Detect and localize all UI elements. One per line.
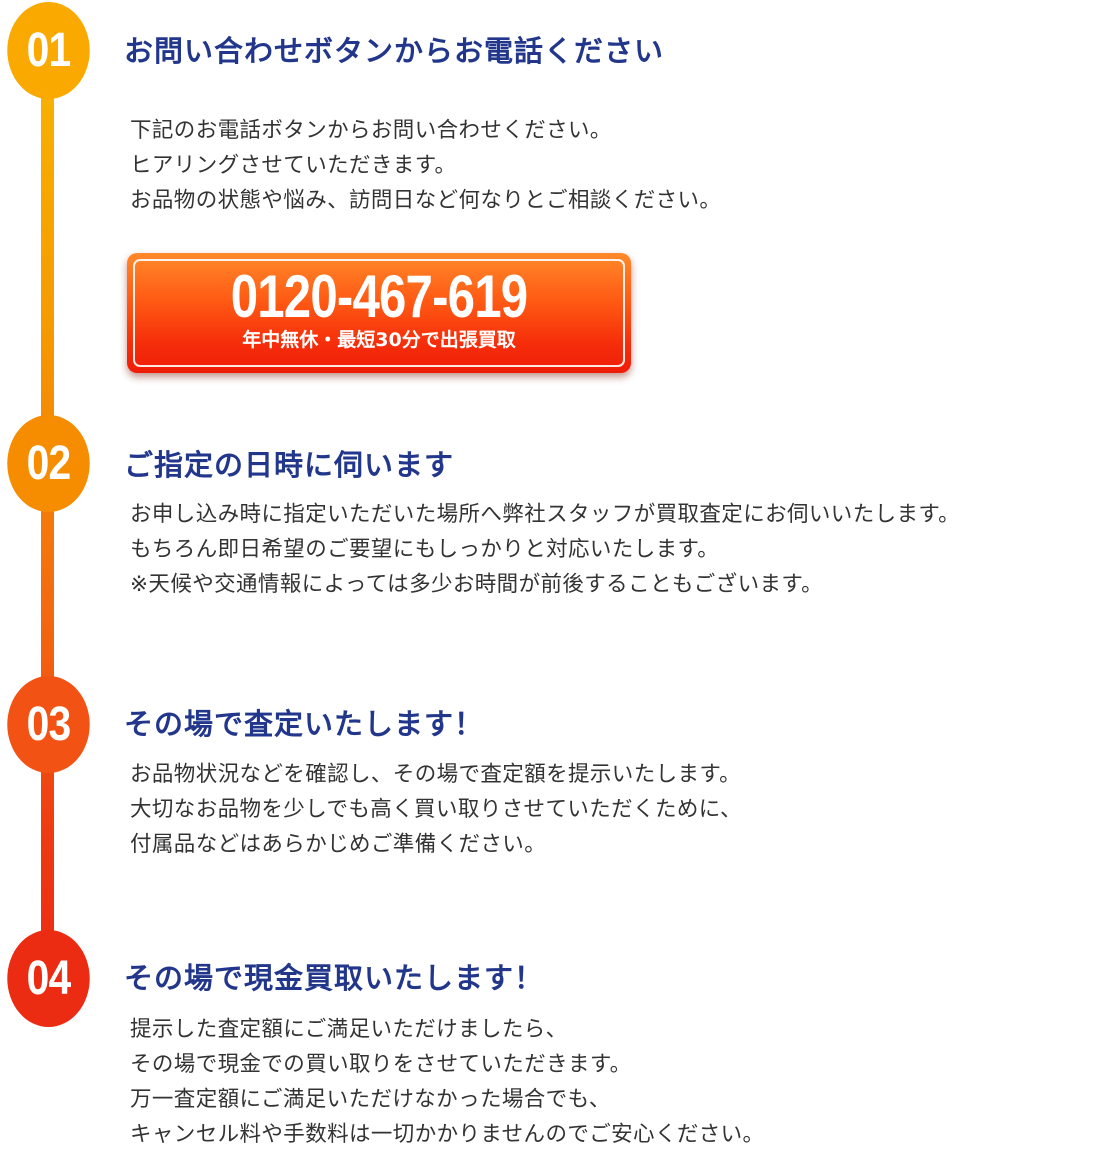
step-description-line: ※天候や交通情報によっては多少お時間が前後することもございます。 bbox=[130, 572, 824, 597]
step-number-badge-04: 04 bbox=[7, 930, 90, 1027]
step-description-line: その場で現金での買い取りをさせていただきます。 bbox=[130, 1052, 632, 1077]
step-description-02: お申し込み時に指定いただいた場所へ弊社スタッフが買取査定にお伺いいたします。 も… bbox=[130, 497, 960, 602]
step-description-line: 提示した査定額にご満足いただけましたら、 bbox=[130, 1017, 568, 1042]
step-title-03: その場で査定いたします！ bbox=[124, 707, 485, 741]
step-number-badge-02: 02 bbox=[7, 415, 90, 512]
step-description-line: 大切なお品物を少しでも高く買い取りさせていただくために、 bbox=[130, 797, 742, 822]
step-number-badge-01: 01 bbox=[7, 2, 90, 99]
step-title-01: お問い合わせボタンからお電話ください bbox=[124, 34, 665, 68]
phone-call-button[interactable]: 0120-467-619 年中無休・最短30分で出張買取 bbox=[127, 253, 631, 373]
step-title-04: その場で現金買取いたします！ bbox=[124, 961, 545, 995]
phone-button-border bbox=[133, 259, 625, 367]
timeline-line bbox=[41, 50, 54, 980]
step-title-02: ご指定の日時に伺います bbox=[124, 448, 455, 482]
step-description-line: お品物状況などを確認し、その場で査定額を提示いたします。 bbox=[130, 762, 742, 787]
step-description-03: お品物状況などを確認し、その場で査定額を提示いたします。 大切なお品物を少しでも… bbox=[130, 757, 742, 862]
step-description-line: ヒアリングさせていただきます。 bbox=[130, 153, 457, 178]
step-description-line: もちろん即日希望のご要望にもしっかりと対応いたします。 bbox=[130, 537, 720, 562]
phone-button-subtext: 年中無休・最短30分で出張買取 bbox=[242, 329, 516, 351]
step-number-badge-03: 03 bbox=[7, 676, 90, 773]
step-description-04: 提示した査定額にご満足いただけましたら、 その場で現金での買い取りをさせていただ… bbox=[130, 1012, 764, 1152]
step-description-line: 付属品などはあらかじめご準備ください。 bbox=[130, 832, 547, 857]
step-description-line: 下記のお電話ボタンからお問い合わせください。 bbox=[130, 118, 612, 143]
step-description-line: 万一査定額にご満足いただけなかった場合でも、 bbox=[130, 1087, 611, 1112]
step-description-line: お申し込み時に指定いただいた場所へ弊社スタッフが買取査定にお伺いいたします。 bbox=[130, 502, 961, 527]
step-description-01: 下記のお電話ボタンからお問い合わせください。 ヒアリングさせていただきます。 お… bbox=[130, 113, 721, 218]
phone-number: 0120-467-619 bbox=[230, 263, 528, 330]
step-description-line: キャンセル料や手数料は一切かかりませんのでご安心ください。 bbox=[130, 1122, 765, 1147]
step-description-line: お品物の状態や悩み、訪問日など何なりとご相談ください。 bbox=[130, 188, 722, 213]
